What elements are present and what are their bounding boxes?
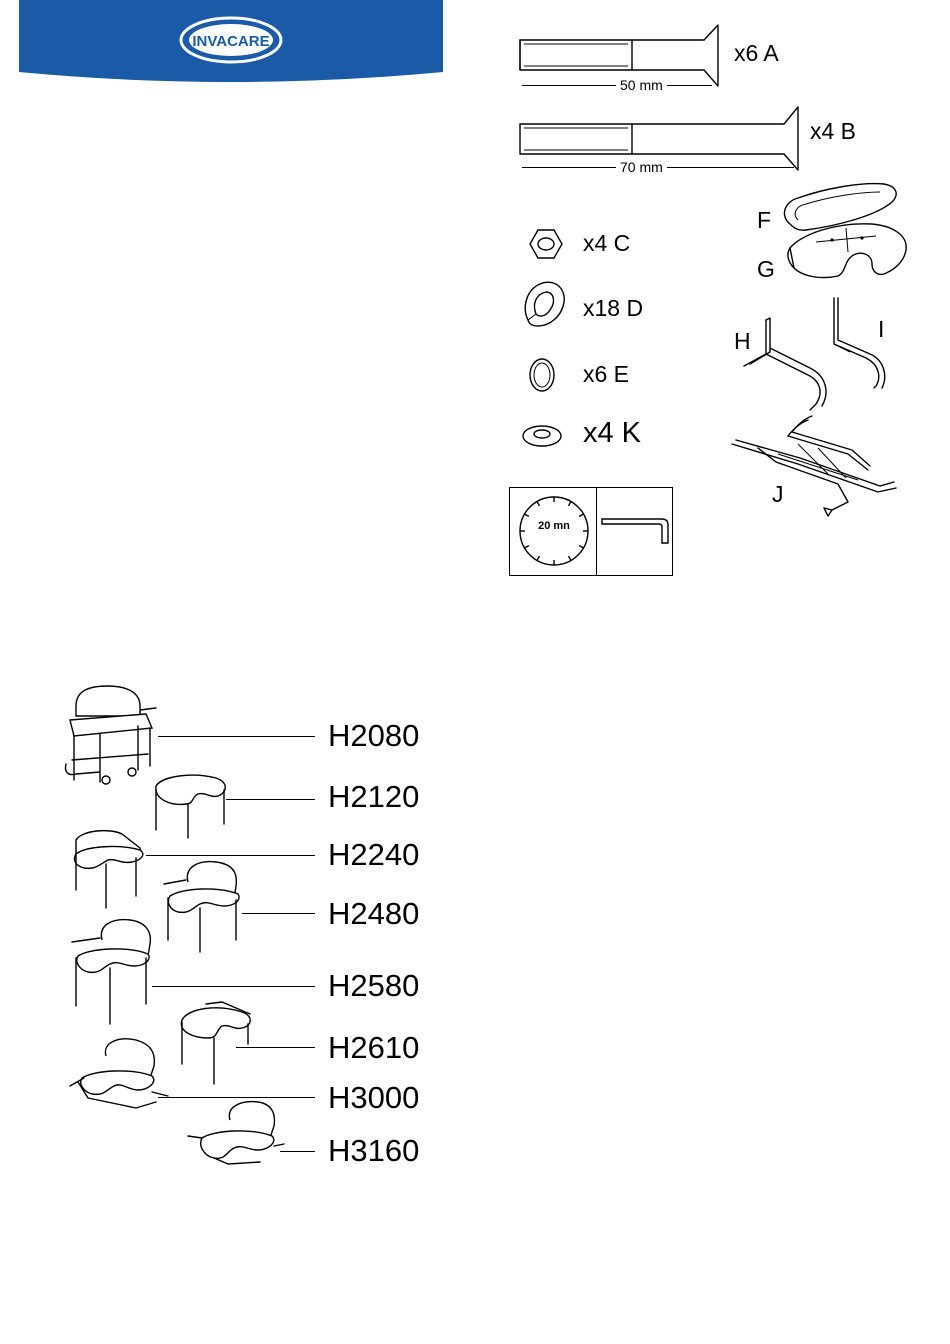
screw-a-length: 50 mm (616, 78, 667, 92)
clock-tick (525, 514, 529, 517)
chair-h2580-icon (72, 920, 150, 1024)
screw-a-qty: x6 A (734, 42, 779, 65)
model-leader-line (226, 799, 315, 800)
clock-tick (569, 502, 572, 506)
header-banner: INVACARE (19, 0, 443, 86)
clock-tick (569, 556, 572, 560)
nut-c-qty: x4 C (583, 232, 630, 255)
model-leader-line (146, 855, 315, 856)
chair-h2240-icon (74, 831, 142, 908)
model-h2580: H2580 (328, 970, 419, 1001)
clock-tick (579, 514, 583, 517)
model-leader-line (158, 736, 315, 737)
model-leader-line (152, 986, 315, 987)
screw-b-qty: x4 B (810, 120, 856, 143)
washer-icon (520, 422, 564, 450)
model-leader-line (158, 1097, 315, 1098)
chair-h3000-icon (70, 1039, 168, 1108)
spacer-icon (520, 280, 568, 330)
allen-key-icon (600, 513, 672, 553)
model-leader-line (280, 1151, 315, 1152)
seat-parts-drawing (776, 176, 906, 296)
chair-h2610-icon (181, 1002, 250, 1084)
model-leader-line (242, 913, 315, 914)
clock-tick (537, 502, 540, 506)
model-h2610: H2610 (328, 1032, 419, 1063)
clock-tick (579, 546, 583, 549)
chair-h2480-icon (164, 862, 239, 952)
model-h2120: H2120 (328, 781, 419, 812)
ring-icon (526, 356, 558, 394)
model-h3000: H3000 (328, 1082, 419, 1113)
part-g-label: G (757, 258, 775, 281)
part-j-label: J (772, 483, 784, 506)
part-i-label: I (878, 318, 884, 341)
model-leader-line (236, 1047, 315, 1048)
side-frames-drawing (740, 296, 900, 416)
model-h2480: H2480 (328, 898, 419, 929)
chair-h2080-icon (65, 686, 156, 784)
model-h3160: H3160 (328, 1135, 419, 1166)
clock-tick (525, 546, 529, 549)
chair-h2120-icon (156, 775, 225, 838)
brand-text: INVACARE (192, 33, 269, 50)
model-h2240: H2240 (328, 839, 419, 870)
washer-k-qty: x4 K (583, 419, 641, 448)
ring-e-qty: x6 E (583, 363, 629, 386)
clock-tick (537, 556, 540, 560)
base-frame-drawing (728, 414, 900, 518)
spacer-d-qty: x18 D (583, 297, 643, 320)
screw-a-drawing (518, 20, 724, 78)
assembly-time: 20 mn (518, 520, 590, 532)
invacare-logo: INVACARE (181, 18, 281, 62)
model-chairs-drawing (60, 680, 320, 1180)
screw-b-length: 70 mm (616, 160, 667, 174)
chair-h3160-icon (188, 1102, 284, 1164)
part-h-label: H (734, 330, 751, 353)
model-h2080: H2080 (328, 720, 419, 751)
part-f-label: F (757, 209, 771, 232)
tools-box: 20 mn (509, 487, 673, 576)
screw-b-drawing (518, 104, 804, 164)
nut-icon (528, 228, 564, 260)
